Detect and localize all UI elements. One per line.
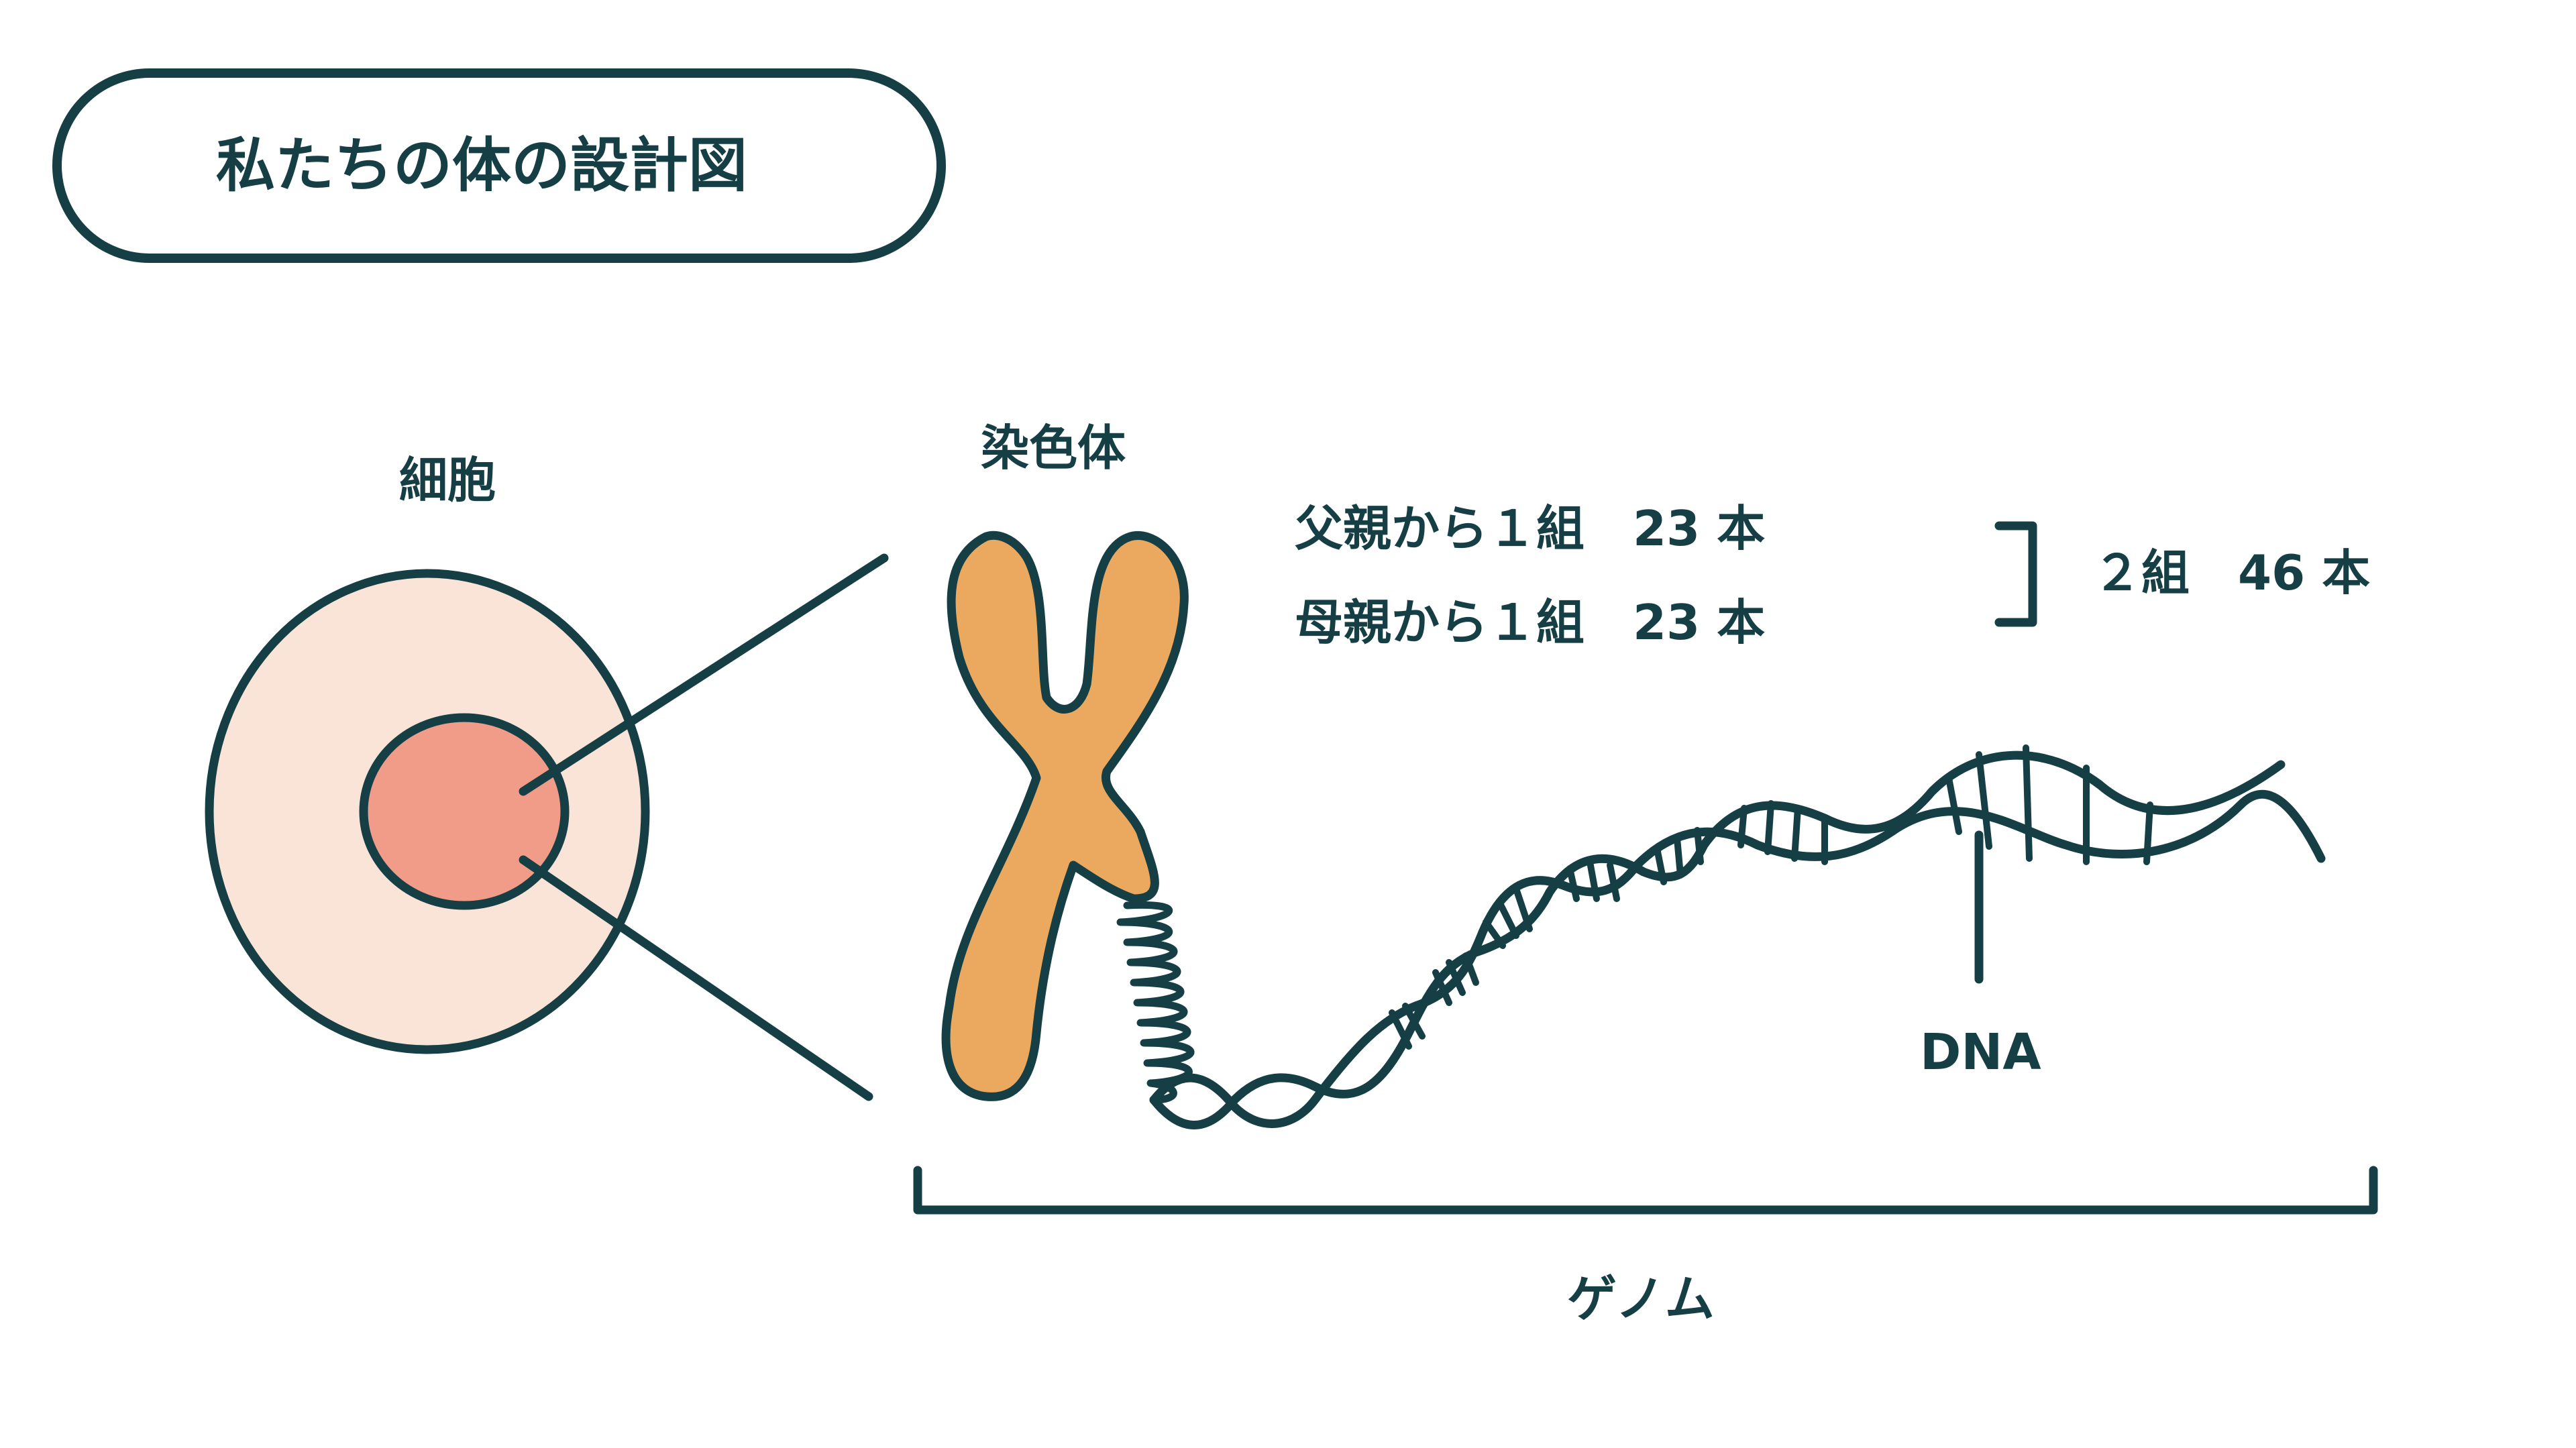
genome-label: ゲノム bbox=[1567, 1274, 1715, 1324]
chromosome-label: 染色体 bbox=[981, 424, 1126, 472]
total-sets-label: ２組 46 本 bbox=[2093, 549, 2370, 597]
chromosome bbox=[946, 535, 1184, 1097]
pair-bracket bbox=[1999, 526, 2033, 622]
cell-label: 細胞 bbox=[399, 456, 496, 504]
dna-label: DNA bbox=[1920, 1027, 2041, 1077]
from-father-label: 父親から１組 23 本 bbox=[1295, 504, 1765, 553]
cell-nucleus bbox=[364, 718, 565, 905]
genome-bracket bbox=[918, 1170, 2373, 1210]
dna-coil bbox=[1120, 905, 1191, 1100]
from-mother-label: 母親から１組 23 本 bbox=[1295, 598, 1765, 647]
dna-strand-a bbox=[1154, 755, 2281, 1125]
